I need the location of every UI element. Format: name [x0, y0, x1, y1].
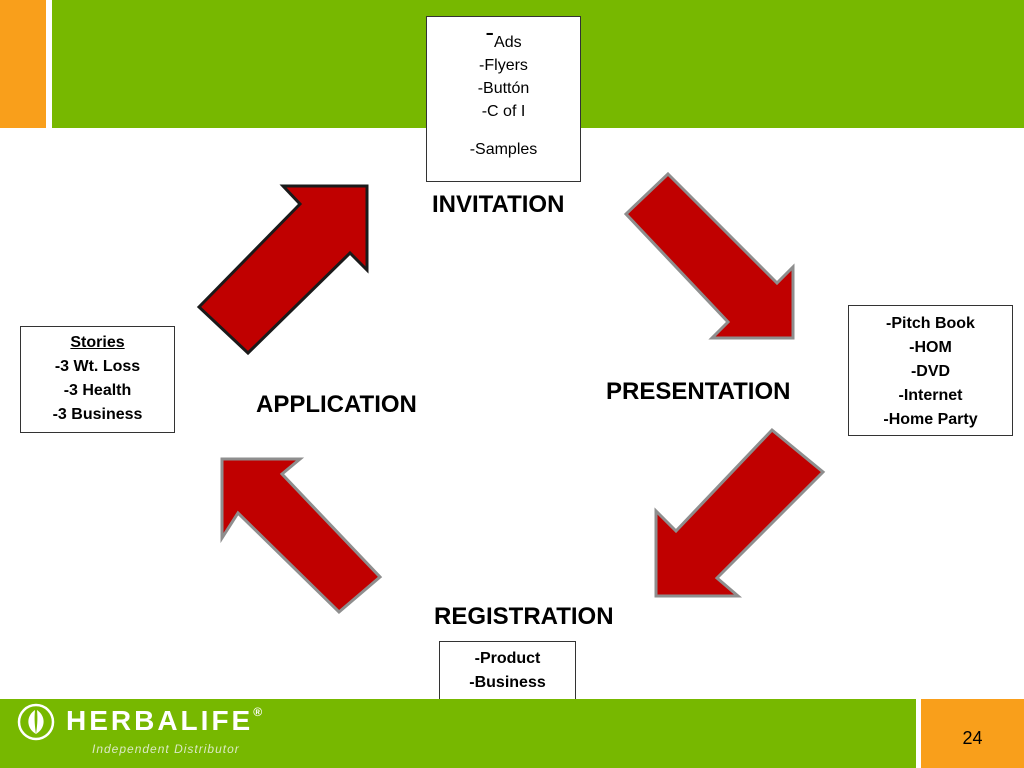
- invitation-item-dash: -: [485, 17, 495, 47]
- presentation-item-dvd: -DVD: [910, 363, 951, 380]
- stage-label-registration: REGISTRATION: [434, 603, 614, 630]
- brand-wordmark: HERBALIFE®: [66, 705, 262, 737]
- page-number: 24: [962, 728, 983, 748]
- arrow-registration-to-application: [220, 457, 383, 615]
- registration-item-product: -Product: [474, 650, 541, 667]
- invitation-item-c-of-i: -C of I: [481, 103, 526, 120]
- stories-item-weight-loss: -3 Wt. Loss: [54, 358, 141, 375]
- presentation-details-box: -Pitch Book -HOM -DVD -Internet -Home Pa…: [848, 305, 1013, 436]
- arrow-application-to-invitation: [196, 184, 369, 356]
- invitation-details-box: -Ads -Flyers -Buttón -C of I -Samples: [426, 16, 581, 182]
- registered-mark: ®: [253, 705, 263, 719]
- page-number-panel: [921, 699, 1024, 768]
- presentation-item-internet: -Internet: [898, 387, 963, 404]
- presentation-item-hom: -HOM: [909, 339, 952, 356]
- herbalife-leaf-logo-icon: [17, 703, 55, 741]
- stage-label-presentation: PRESENTATION: [606, 378, 791, 405]
- application-stories-box: Stories -3 Wt. Loss -3 Health -3 Busines…: [20, 326, 175, 433]
- presentation-item-home-party: -Home Party: [883, 411, 978, 428]
- arrow-presentation-to-registration: [654, 427, 826, 598]
- brand-tagline: Independent Distributor: [92, 742, 240, 756]
- top-left-accent-bar: [0, 0, 46, 128]
- invitation-item-samples: -Samples: [469, 141, 538, 158]
- stage-label-invitation: INVITATION: [432, 191, 565, 218]
- stage-label-application: APPLICATION: [256, 391, 417, 418]
- registration-details-box: -Product -Business: [439, 641, 576, 701]
- stories-item-business: -3 Business: [52, 406, 143, 423]
- brand-name: HERBALIFE: [66, 705, 254, 736]
- invitation-item-button: -Buttón: [477, 80, 530, 97]
- invitation-item-ads: -Ads: [427, 19, 580, 54]
- registration-item-business: -Business: [469, 674, 546, 691]
- arrow-invitation-to-presentation: [623, 171, 795, 340]
- invitation-item-flyers: -Flyers: [479, 57, 528, 74]
- presentation-item-pitch-book: -Pitch Book: [886, 315, 975, 332]
- stories-item-health: -3 Health: [63, 382, 132, 399]
- footer-band: [0, 699, 916, 768]
- invitation-item-ads-text: Ads: [494, 34, 522, 51]
- stories-heading: Stories: [70, 334, 125, 351]
